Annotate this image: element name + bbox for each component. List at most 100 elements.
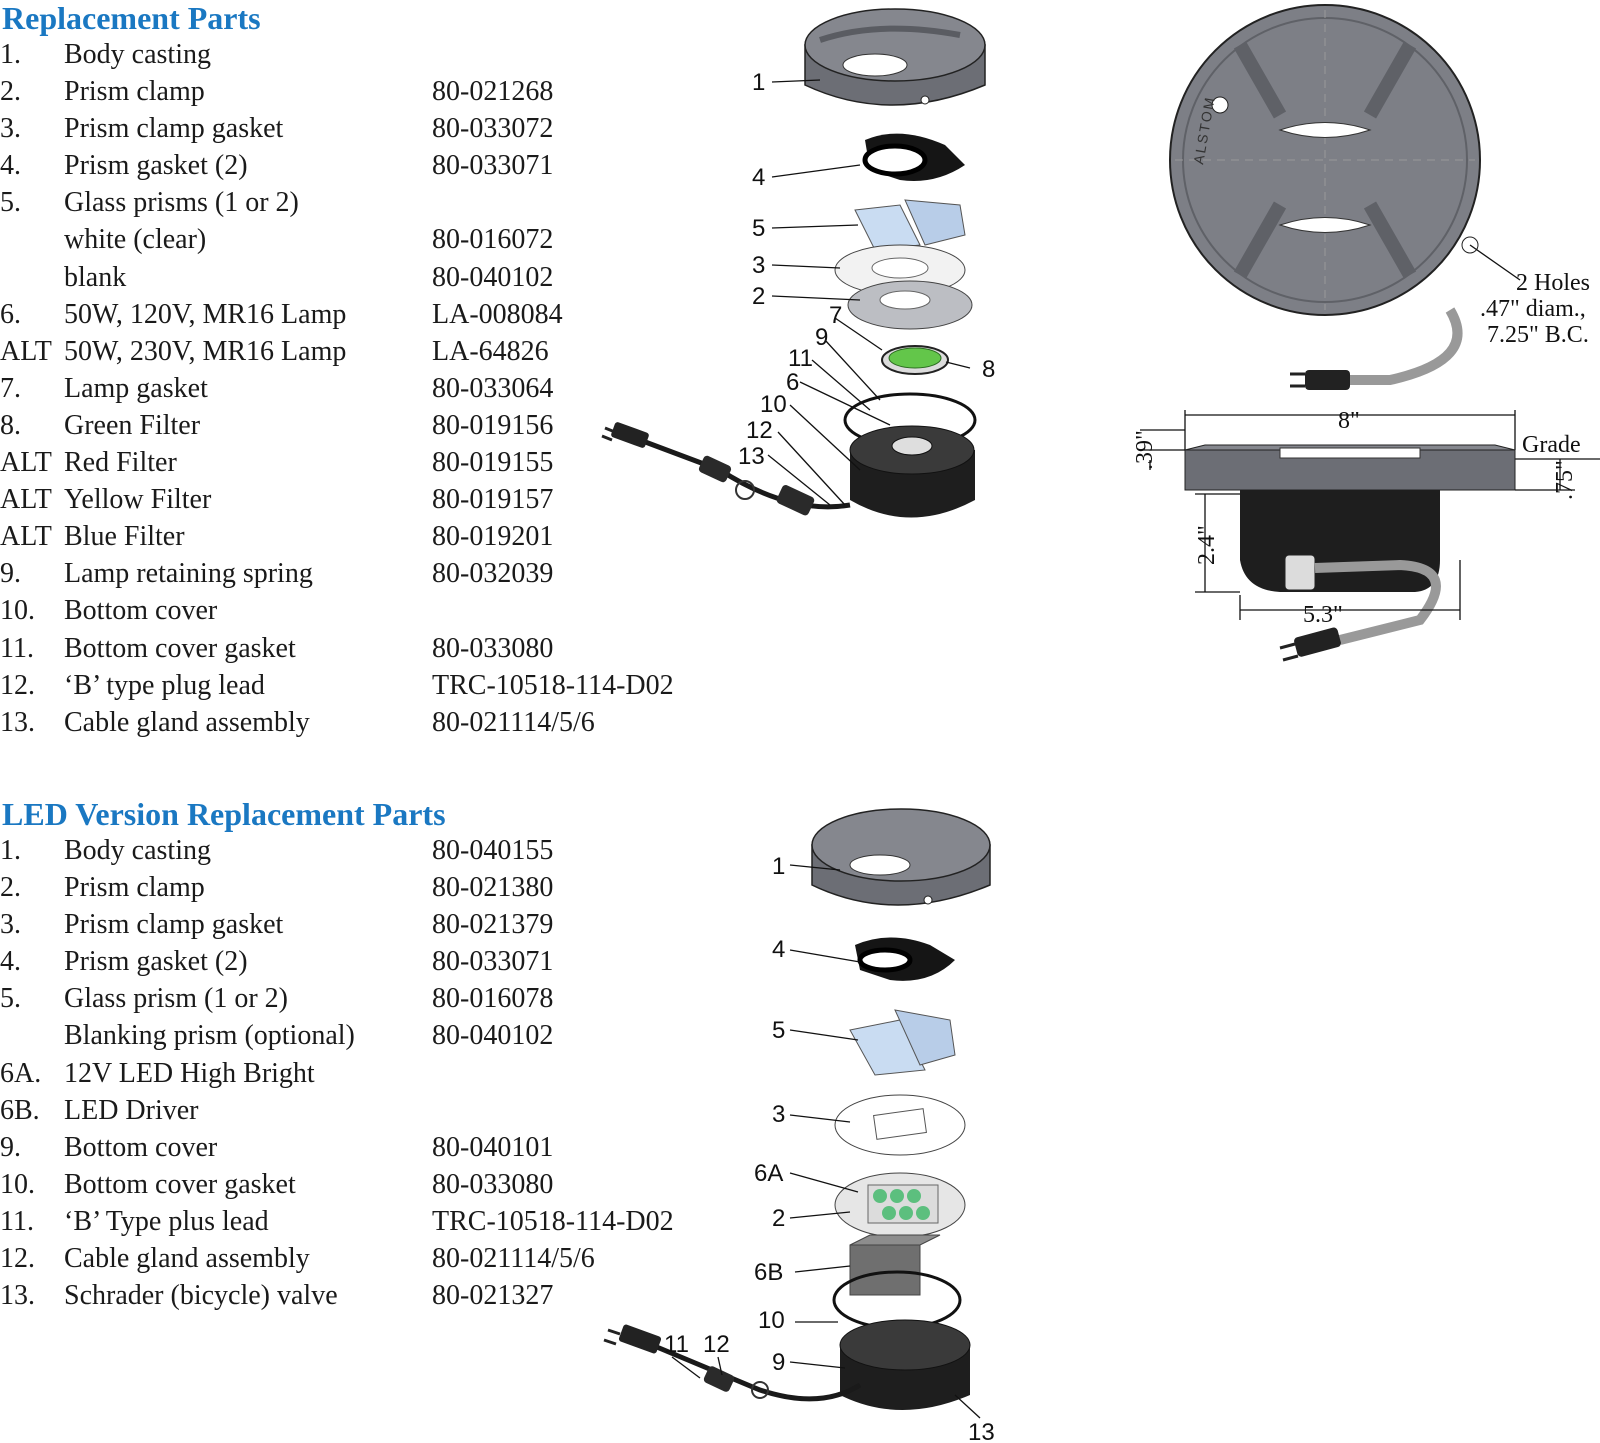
part-row: 9. Bottom cover 80-040101 — [0, 1129, 720, 1166]
part-number-index: 13. — [0, 706, 35, 738]
part-description: Bottom cover — [64, 1131, 218, 1163]
holes-label: 2 Holes — [1516, 270, 1590, 296]
part-description: ‘B’ type plug lead — [64, 669, 265, 701]
part-row: 5.Glass prisms (1 or 2) — [0, 184, 720, 221]
prism-clamp-part — [847, 280, 973, 330]
part-row: 10. Bottom cover — [0, 592, 720, 629]
part-description: Bottom cover gasket — [64, 632, 296, 664]
part-code: 80-021327 — [432, 1280, 554, 1312]
width-dimension: 8" — [1338, 408, 1360, 434]
led-callout-2: 2 — [772, 1205, 785, 1232]
led-driver-part — [849, 1234, 941, 1296]
part-number-index: 13. — [0, 1280, 35, 1312]
part-number-index: 3. — [0, 909, 21, 941]
part-description: Prism clamp gasket — [64, 113, 284, 145]
flange-dimension: .39" — [1132, 430, 1158, 470]
part-code: 80-033080 — [432, 1168, 554, 1200]
part-code: 80-016072 — [432, 224, 554, 256]
prism-gasket-part — [862, 133, 965, 181]
part-number-index: 3. — [0, 113, 21, 145]
part-code: LA-008084 — [432, 298, 563, 330]
callout-13: 13 — [738, 443, 765, 470]
part-code: 80-019157 — [432, 484, 554, 516]
part-description: Bottom cover gasket — [64, 1168, 296, 1200]
part-number-index: 6B. — [0, 1094, 40, 1126]
part-number-index: 10. — [0, 1168, 35, 1200]
part-number-index: ALT — [0, 484, 52, 516]
part-code: 80-033071 — [432, 946, 554, 978]
part-number-index: 10. — [0, 595, 35, 627]
part-code: 80-021114/5/6 — [432, 1243, 595, 1275]
part-code: 80-021268 — [432, 76, 554, 108]
part-description: Cable gland assembly — [64, 1243, 310, 1275]
part-code: 80-033072 — [432, 113, 554, 145]
part-row: 1. Body casting — [0, 36, 720, 73]
part-row: white (clear)80-016072 — [0, 221, 720, 258]
part-row: blank 80-040102 — [0, 259, 720, 296]
part-description: 12V LED High Bright — [64, 1057, 315, 1089]
grade-label: Grade — [1522, 432, 1581, 458]
part-number-index: 12. — [0, 1243, 35, 1275]
callout-11: 11 — [788, 345, 813, 372]
part-number-index: 1. — [0, 39, 21, 70]
part-description: Lamp gasket — [64, 372, 208, 404]
part-description: Prism gasket (2) — [64, 150, 248, 182]
callout-1: 1 — [752, 69, 765, 96]
part-description: Prism gasket (2) — [64, 946, 248, 978]
part-row: 13. Schrader (bicycle) valve 80-021327 — [0, 1277, 720, 1314]
part-code: 80-033071 — [432, 150, 554, 182]
led-callout-1: 1 — [772, 853, 785, 880]
part-description: Schrader (bicycle) valve — [64, 1280, 338, 1312]
led-body-casting-part — [811, 808, 991, 906]
part-number-index: 11. — [0, 1205, 34, 1237]
part-description: Bottom cover — [64, 595, 218, 627]
part-description: 50W, 120V, MR16 Lamp — [64, 298, 347, 330]
part-description: Glass prism (1 or 2) — [64, 983, 288, 1015]
led-exploded-diagram: 1 4 5 3 6A 2 6B 10 9 11 12 13 — [603, 808, 995, 1443]
part-code: 80-040102 — [432, 261, 554, 293]
led-glass-prism-part — [849, 1009, 956, 1076]
holes-bolt-circle: 7.25" B.C. — [1487, 322, 1589, 348]
part-code: 80-016078 — [432, 983, 554, 1015]
part-row: 12. Cable gland assembly 80-021114/5/6 — [0, 1240, 720, 1277]
part-code: 80-033064 — [432, 372, 554, 404]
part-number-index: 5. — [0, 983, 21, 1015]
part-description: Prism clamp gasket — [64, 909, 284, 941]
part-code: LA-64826 — [432, 335, 549, 367]
dimension-drawings: ALSTOM 2 Holes .47" diam., 7.25" B.C. — [1132, 4, 1600, 662]
callout-6: 6 — [786, 369, 799, 396]
callout-3: 3 — [752, 252, 765, 279]
part-description: Lamp retaining spring — [64, 558, 313, 590]
led-callout-6b: 6B — [754, 1259, 783, 1286]
part-code: 80-032039 — [432, 558, 554, 590]
part-description: blank — [64, 261, 127, 293]
side-view — [1140, 410, 1600, 662]
callout-8: 8 — [982, 356, 995, 383]
led-callout-5: 5 — [772, 1017, 785, 1044]
part-code: 80-040155 — [432, 835, 554, 866]
led-callout-13: 13 — [968, 1419, 995, 1443]
part-number-index: 5. — [0, 187, 21, 219]
led-replacement-parts-heading: LED Version Replacement Parts — [2, 796, 446, 832]
part-description: Prism clamp — [64, 872, 205, 904]
part-description: 50W, 230V, MR16 Lamp — [64, 335, 347, 367]
part-number-index: 9. — [0, 1131, 21, 1163]
part-code: TRC-10518-114-D02 — [432, 669, 674, 701]
callout-9: 9 — [815, 324, 828, 351]
part-number-index: 6. — [0, 298, 21, 330]
led-module-part — [834, 1172, 966, 1238]
led-bottom-cover-part — [839, 1319, 971, 1410]
part-code: 80-040101 — [432, 1131, 554, 1163]
led-callout-9: 9 — [772, 1349, 785, 1376]
part-description: Yellow Filter — [64, 484, 212, 516]
led-plug-lead-cable — [603, 1324, 862, 1402]
part-description: Body casting — [64, 39, 211, 70]
